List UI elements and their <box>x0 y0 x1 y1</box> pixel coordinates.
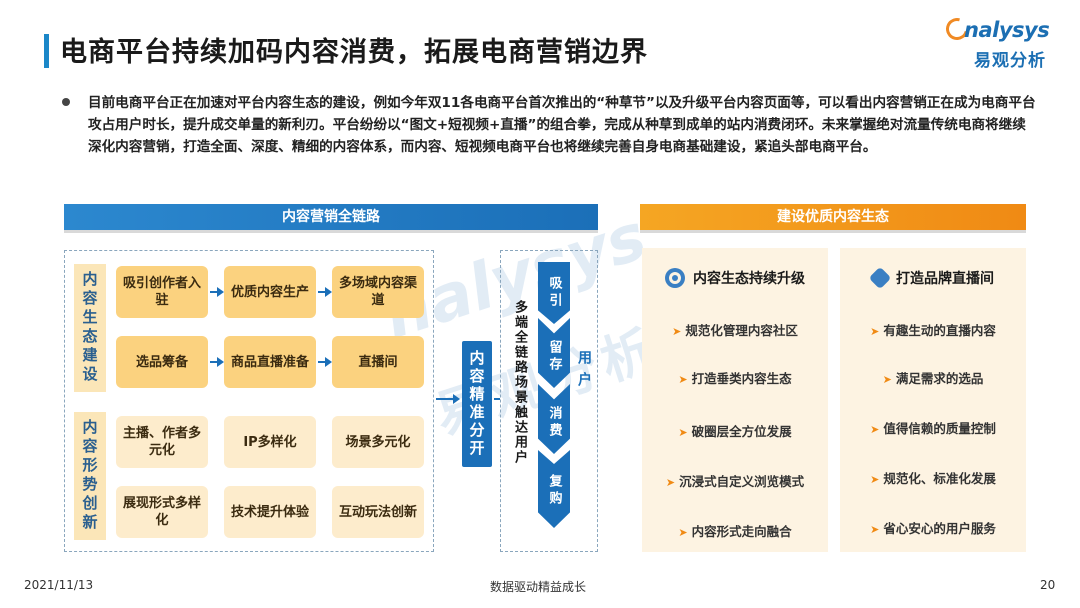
triangle-icon: ➤ <box>870 325 880 338</box>
analysys-logo: nalysys 易观分析 <box>941 13 1056 72</box>
panel-brand-live: 打造品牌直播间 ➤有趣生动的直播内容 ➤满足需求的选品 ➤值得信赖的质量控制 ➤… <box>840 248 1026 552</box>
panel-item: ➤值得信赖的质量控制 <box>870 421 996 436</box>
page-number: 20 <box>1040 578 1056 592</box>
badge-icon <box>868 266 892 290</box>
box-anchor-diversity: 主播、作者多元化 <box>116 416 208 468</box>
band-shadow <box>640 230 1026 233</box>
triangle-icon: ➤ <box>870 523 880 536</box>
panel-title: 打造品牌直播间 <box>896 271 994 287</box>
funnel-container <box>500 250 598 552</box>
arrow-right-icon <box>318 357 332 367</box>
band-content-marketing: 内容营销全链路 <box>64 204 598 230</box>
user-label: 用户 <box>576 350 592 394</box>
triangle-icon: ➤ <box>870 473 880 486</box>
panel-head: 打造品牌直播间 <box>840 266 1026 290</box>
panel-item: ➤破圈层全方位发展 <box>678 424 792 439</box>
box-live-room: 直播间 <box>332 336 424 388</box>
panel-item: ➤有趣生动的直播内容 <box>870 323 996 338</box>
logo-text-en: nalysys <box>964 18 1050 42</box>
funnel-attract: 吸引 <box>538 262 570 324</box>
category-form: 内容形势创新 <box>74 412 106 540</box>
multi-endpoint-label: 多端全链路场景触达用户 <box>512 300 527 465</box>
category-ecosystem: 内容生态建设 <box>74 264 106 392</box>
box-display-forms: 展现形式多样化 <box>116 486 208 538</box>
band-content-ecosystem: 建设优质内容生态 <box>640 204 1026 230</box>
arrow-right-icon <box>318 287 332 297</box>
box-tech-experience: 技术提升体验 <box>224 486 316 538</box>
box-product-selection: 选品筹备 <box>116 336 208 388</box>
triangle-icon: ➤ <box>678 373 688 386</box>
logo-text-cn: 易观分析 <box>974 51 1046 71</box>
band-shadow <box>64 230 598 233</box>
arrow-right-icon <box>210 287 224 297</box>
panel-item: ➤沉浸式自定义浏览模式 <box>665 474 805 489</box>
arrow-right-icon <box>436 394 460 404</box>
panel-item: ➤规范化管理内容社区 <box>672 323 798 338</box>
triangle-icon: ➤ <box>672 325 682 338</box>
box-live-prep: 商品直播准备 <box>224 336 316 388</box>
arrow-right-icon <box>210 357 224 367</box>
chain-container <box>64 250 434 552</box>
box-scene-diversity: 场景多元化 <box>332 416 424 468</box>
panel-item: ➤内容形式走向融合 <box>678 524 792 539</box>
panel-item: ➤省心安心的用户服务 <box>870 521 996 536</box>
panel-item: ➤打造垂类内容生态 <box>678 371 792 386</box>
box-ip-diversity: IP多样化 <box>224 416 316 468</box>
footer-date: 2021/11/13 <box>24 578 94 592</box>
box-multi-channel: 多场域内容渠道 <box>332 266 424 318</box>
box-interaction-innovation: 互动玩法创新 <box>332 486 424 538</box>
connector-line <box>494 398 500 400</box>
triangle-icon: ➤ <box>678 526 688 539</box>
panel-head: 内容生态持续升级 <box>642 268 828 288</box>
bullet-icon <box>62 98 70 106</box>
panel-item: ➤满足需求的选品 <box>882 371 984 386</box>
footer-slogan: 数据驱动精益成长 <box>490 580 587 594</box>
triangle-icon: ➤ <box>678 426 688 439</box>
triangle-icon: ➤ <box>665 476 676 489</box>
panel-item: ➤规范化、标准化发展 <box>870 471 996 486</box>
target-icon <box>665 268 685 288</box>
intro-paragraph: 目前电商平台正在加速对平台内容生态的建设，例如今年双11各电商平台首次推出的“种… <box>88 95 1036 155</box>
box-quality-content: 优质内容生产 <box>224 266 316 318</box>
panel-title: 内容生态持续升级 <box>693 271 805 287</box>
box-attract-creators: 吸引创作者入驻 <box>116 266 208 318</box>
title-accent-bar <box>44 34 49 68</box>
triangle-icon: ➤ <box>882 373 892 386</box>
panel-content-upgrade: 内容生态持续升级 ➤规范化管理内容社区 ➤打造垂类内容生态 ➤破圈层全方位发展 … <box>642 248 828 552</box>
precise-distribution: 内容精准分开 <box>462 341 492 467</box>
page-title: 电商平台持续加码内容消费，拓展电商营销边界 <box>60 37 648 68</box>
triangle-icon: ➤ <box>870 423 880 436</box>
